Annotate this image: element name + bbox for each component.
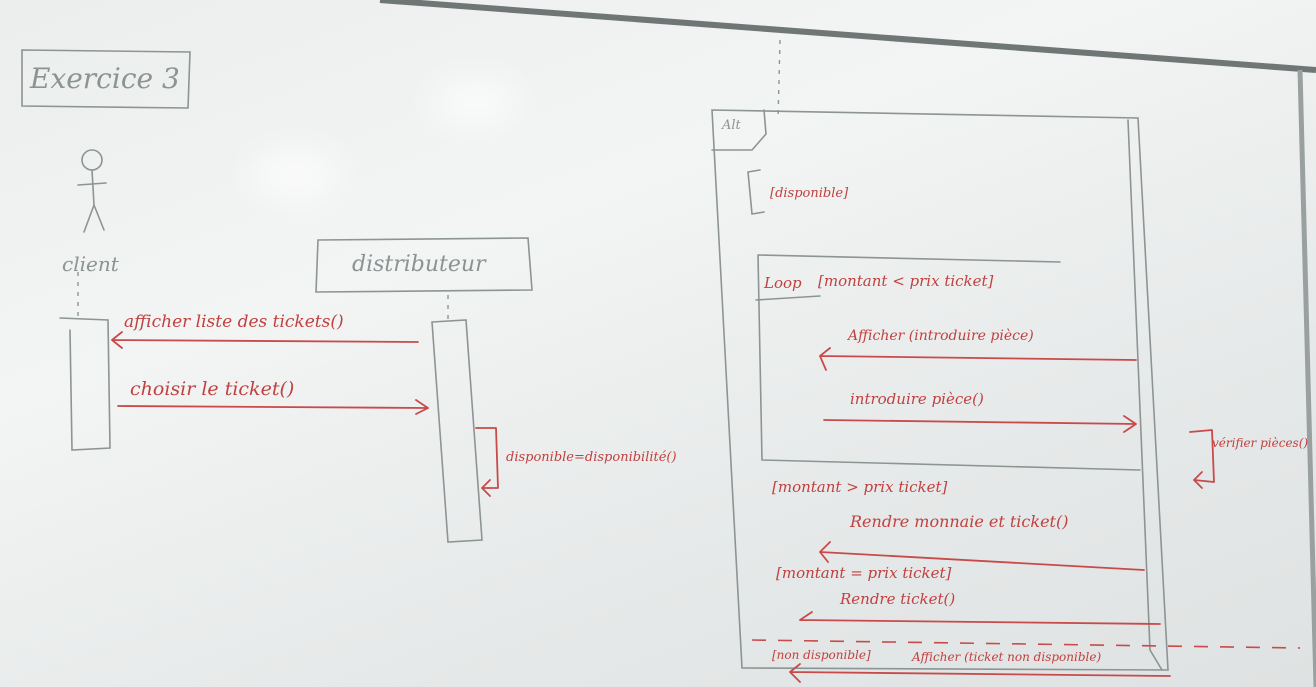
verifier-self-arrow xyxy=(1189,429,1215,489)
rendre-monnaie-arrow xyxy=(819,541,1145,571)
choisir-ticket-label: choisir le ticket() xyxy=(130,378,295,400)
top-lifeline xyxy=(777,39,781,121)
loop-fragment xyxy=(757,254,1141,471)
afficher-liste-arrow xyxy=(111,331,419,349)
self-message-arrow xyxy=(475,427,499,497)
loop-tab xyxy=(755,295,821,301)
loop-label: Loop xyxy=(764,274,802,292)
distributeur-label: distributeur xyxy=(352,252,486,277)
client-activation xyxy=(59,317,111,451)
loop-guard: [montant < prix ticket] xyxy=(818,272,994,290)
non-dispo-arrow xyxy=(789,663,1171,683)
guard-bracket xyxy=(747,169,765,215)
board-frame xyxy=(1297,69,1316,687)
verifier-pieces-label: vérifier pièces() xyxy=(1212,436,1309,450)
board-frame xyxy=(379,0,1316,73)
introduire-piece-label: introduire pièce() xyxy=(850,390,984,408)
page-title: Exercice 3 xyxy=(30,62,180,95)
title-box xyxy=(21,49,191,109)
alt-label: Alt xyxy=(722,118,741,133)
afficher-liste-label: afficher liste des tickets() xyxy=(124,312,344,332)
guard-non-disponible: [non disponible] xyxy=(772,648,871,662)
client-label: client xyxy=(62,252,119,276)
choisir-ticket-arrow xyxy=(117,399,429,415)
rendre-monnaie-label: Rendre monnaie et ticket() xyxy=(850,512,1069,531)
afficher-introduire-label: Afficher (introduire pièce) xyxy=(848,328,1034,344)
alt-fragment xyxy=(711,109,1169,671)
rendre-ticket-arrow xyxy=(799,611,1161,625)
guard-montant-sup: [montant > prix ticket] xyxy=(772,478,948,496)
distributeur-box xyxy=(315,237,533,293)
disponibilite-label: disponible=disponibilité() xyxy=(506,450,677,465)
afficher-non-dispo-label: Afficher (ticket non disponible) xyxy=(912,650,1102,664)
light-glare xyxy=(430,80,520,125)
distributeur-activation xyxy=(431,319,483,543)
introduire-piece-arrow xyxy=(823,415,1137,433)
right-lifeline xyxy=(1127,119,1163,671)
else-separator xyxy=(751,639,1301,649)
guard-disponible: [disponible] xyxy=(770,186,849,201)
rendre-ticket-label: Rendre ticket() xyxy=(840,590,956,608)
afficher-introduire-arrow xyxy=(819,347,1137,371)
guard-montant-eq: [montant = prix ticket] xyxy=(776,564,952,582)
light-glare xyxy=(250,150,340,200)
alt-tab xyxy=(711,109,767,151)
actor-icon xyxy=(77,149,107,233)
